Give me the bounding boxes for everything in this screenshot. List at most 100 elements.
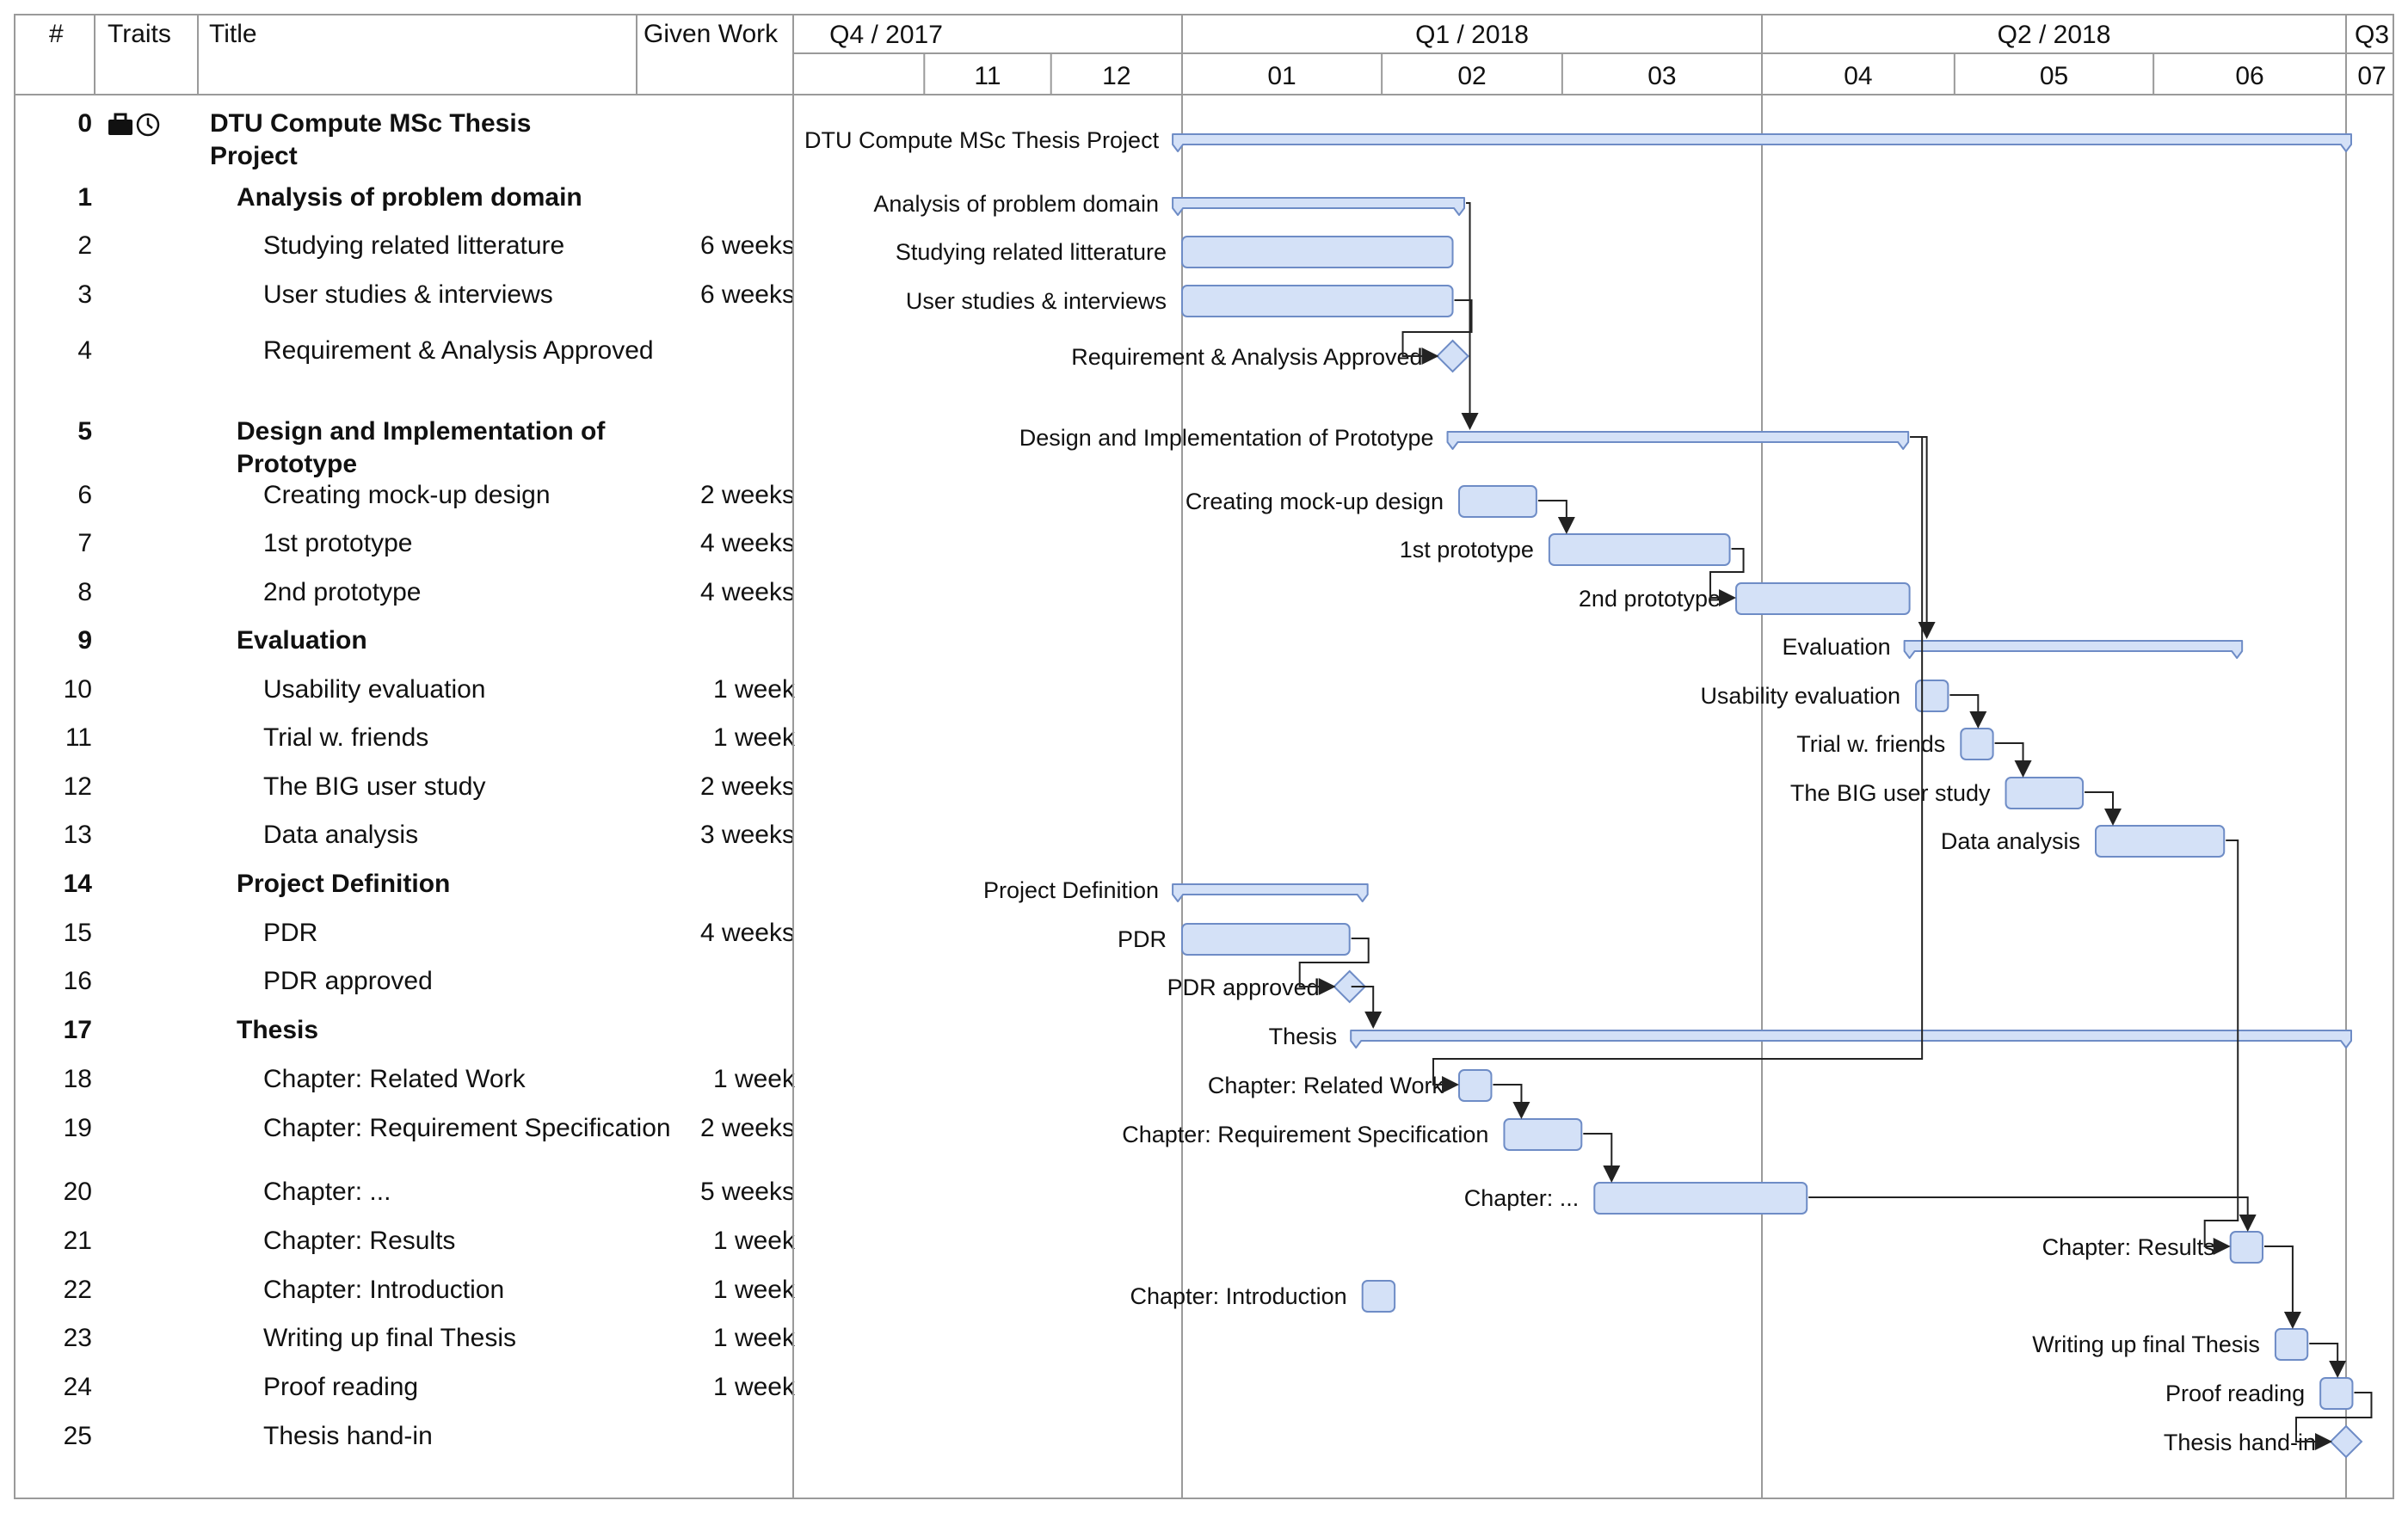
bar-label: Data analysis: [1941, 828, 2080, 854]
bar-label: Thesis hand-in: [2164, 1430, 2316, 1455]
bar-label: Design and Implementation of Prototype: [1019, 425, 1434, 451]
task-title: DTU Compute MSc Thesis Project: [210, 109, 532, 170]
task-title: Writing up final Thesis: [263, 1324, 517, 1352]
bar-label: Thesis: [1269, 1024, 1338, 1049]
bar-label: Studying related litterature: [896, 239, 1167, 265]
given-work: 4 weeks: [699, 529, 795, 557]
clock-icon: [136, 113, 160, 137]
task-bar: [2229, 1231, 2264, 1264]
task-bar: [1181, 285, 1454, 317]
task-title: Design and Implementation of Prototype: [237, 417, 606, 478]
task-title: Thesis hand-in: [263, 1422, 433, 1450]
month-label: 12: [1102, 62, 1130, 90]
task-number: 14: [63, 870, 92, 898]
month-label: 01: [1267, 62, 1296, 90]
month-label: 03: [1647, 62, 1676, 90]
task-title: Chapter: Requirement Specification: [263, 1114, 671, 1142]
given-work: 1 week: [712, 1324, 795, 1352]
task-title: Project Definition: [237, 870, 451, 898]
dependency-arrow: [1493, 1084, 1530, 1119]
task-number: 1: [77, 183, 92, 212]
task-bar: [1735, 582, 1911, 615]
task-title: Proof reading: [263, 1373, 419, 1401]
task-number: 24: [63, 1373, 92, 1401]
month-label: 05: [2040, 62, 2068, 90]
task-title: 1st prototype: [263, 529, 413, 557]
task-number: 19: [63, 1114, 92, 1142]
gantt-frame: [14, 14, 2394, 1499]
group-bar: [1172, 133, 2352, 152]
bar-label: Chapter: Related Work: [1208, 1073, 1444, 1098]
task-number: 23: [63, 1324, 92, 1352]
task-number: 20: [63, 1178, 92, 1206]
dependency-arrow: [1808, 1196, 2257, 1232]
dependency-arrow: [1298, 938, 1370, 995]
task-number: 21: [63, 1227, 92, 1255]
task-title: Usability evaluation: [263, 675, 486, 704]
given-work: 2 weeks: [699, 481, 795, 509]
task-bar: [1593, 1182, 1808, 1215]
quarter-label: Q2 / 2018: [1998, 21, 2111, 49]
quarter-label: Q1 / 2018: [1415, 21, 1529, 49]
bar-label: Writing up final Thesis: [2032, 1332, 2260, 1357]
bar-label: 2nd prototype: [1579, 586, 1721, 612]
col-header-given-work: Given Work: [644, 20, 779, 48]
dependency-arrow: [2295, 1392, 2373, 1450]
task-title: Evaluation: [237, 626, 367, 655]
dependency-arrow: [1583, 1133, 1621, 1183]
task-number: 9: [77, 626, 92, 655]
quarter-label: Q4 / 2017: [829, 21, 943, 49]
given-work: 1 week: [712, 723, 795, 752]
given-work: 2 weeks: [699, 772, 795, 801]
task-bar: [1181, 236, 1454, 268]
bar-label: Trial w. friends: [1796, 731, 1945, 757]
task-number: 2: [77, 231, 92, 260]
bar-label: User studies & interviews: [906, 288, 1167, 314]
bar-label: Chapter: Introduction: [1130, 1283, 1347, 1309]
task-number: 12: [63, 772, 92, 801]
dependency-arrow: [1994, 742, 2032, 778]
task-number: 10: [63, 675, 92, 704]
dependency-arrow: [1461, 202, 1479, 430]
milestone-diamond: [2329, 1424, 2363, 1459]
task-bar: [1458, 485, 1537, 518]
task-number: 15: [63, 919, 92, 947]
dependency-arrow: [1432, 436, 1924, 1093]
task-title: PDR approved: [263, 967, 433, 995]
bar-label: Analysis of problem domain: [873, 191, 1159, 217]
task-bar: [2319, 1377, 2354, 1410]
task-title: Requirement & Analysis Approved: [263, 336, 654, 365]
task-title: Studying related litterature: [263, 231, 565, 260]
milestone-diamond: [1436, 339, 1469, 373]
bar-label: Project Definition: [983, 877, 1159, 903]
task-number: 6: [77, 481, 92, 509]
dependency-arrow: [1910, 436, 1936, 639]
quarter-label: Q3: [2355, 21, 2389, 49]
month-label: 06: [2235, 62, 2263, 90]
task-title: Chapter: Related Work: [263, 1065, 526, 1093]
task-title: The BIG user study: [263, 772, 486, 801]
task-title: Thesis: [237, 1016, 319, 1044]
task-number: 0: [77, 109, 92, 138]
task-number: 11: [65, 723, 92, 752]
dependency-arrow: [1351, 986, 1383, 1029]
month-label: 07: [2357, 62, 2386, 90]
task-bar: [2274, 1328, 2309, 1361]
bar-label: DTU Compute MSc Thesis Project: [804, 127, 1160, 153]
task-title: Analysis of problem domain: [237, 183, 582, 212]
bar-label: Chapter: Requirement Specification: [1122, 1122, 1488, 1147]
task-bar: [1361, 1280, 1396, 1313]
task-number: 13: [63, 821, 92, 849]
dependency-arrow: [1709, 548, 1745, 606]
col-header-title: Title: [209, 20, 257, 48]
given-work: 1 week: [712, 675, 795, 704]
task-number: 5: [77, 417, 92, 446]
group-bar: [1903, 640, 2244, 659]
given-work: 3 weeks: [699, 821, 795, 849]
dependency-arrow: [1949, 694, 1987, 729]
group-bar: [1172, 197, 1466, 216]
task-bar: [1960, 728, 1994, 760]
task-number: 4: [77, 336, 92, 365]
bar-label: Creating mock-up design: [1186, 489, 1444, 514]
